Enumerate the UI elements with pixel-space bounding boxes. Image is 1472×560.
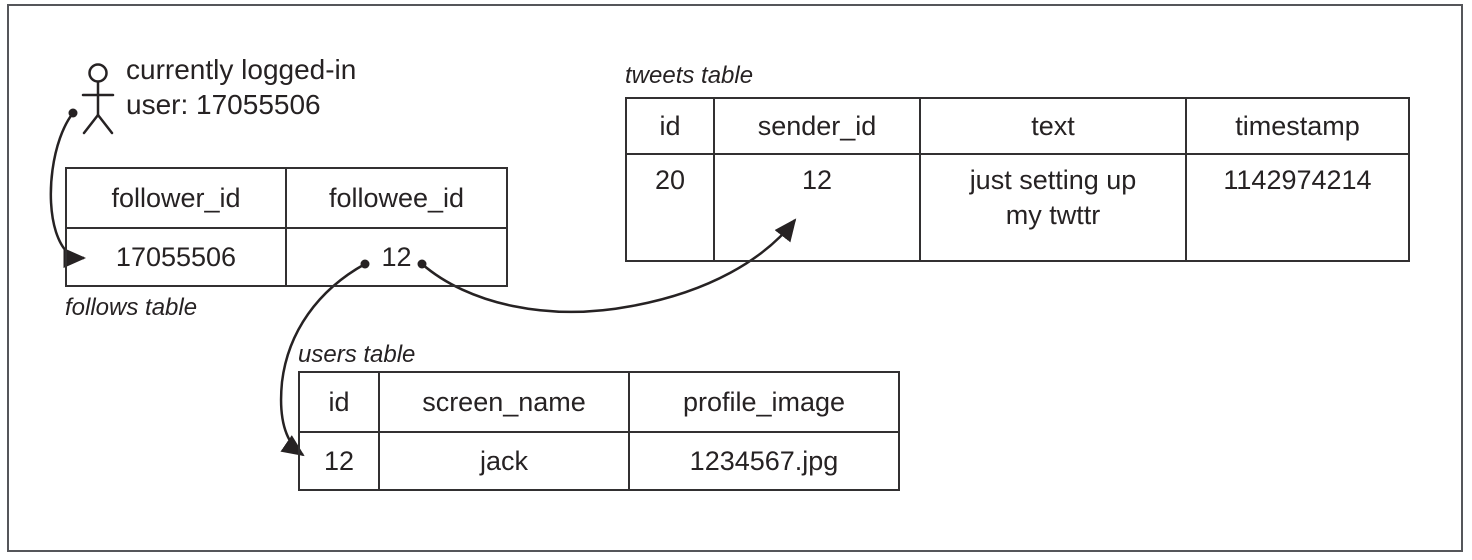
users-header-id: id (298, 371, 380, 433)
tweets-data-row: 20 12 just setting up my twttr 114297421… (625, 153, 1410, 262)
outer-frame (7, 4, 1463, 552)
users-data-row: 12 jack 1234567.jpg (298, 431, 900, 491)
tweets-header-row: id sender_id text timestamp (625, 97, 1410, 155)
follows-follower-id-value: 17055506 (65, 227, 287, 287)
follows-data-row: 17055506 12 (65, 227, 508, 287)
users-header-profile-image: profile_image (628, 371, 900, 433)
users-screen-name-value: jack (378, 431, 630, 491)
person-stick-figure-icon (81, 63, 115, 135)
follows-table-label: follows table (65, 294, 198, 321)
users-profile-image-value: 1234567.jpg (628, 431, 900, 491)
follows-followee-id-value: 12 (285, 227, 508, 287)
tweets-table-label: tweets table (625, 62, 754, 89)
tweets-header-id: id (625, 97, 715, 155)
logged-in-caption-line2: user: 17055506 (126, 89, 321, 120)
logged-in-caption: currently logged-in user: 17055506 (126, 52, 356, 122)
tweets-sender-id-value: 12 (713, 153, 921, 262)
logged-in-caption-line1: currently logged-in (126, 54, 357, 85)
follows-header-row: follower_id followee_id (65, 167, 508, 229)
users-header-screen-name: screen_name (378, 371, 630, 433)
users-table-label: users table (298, 341, 416, 368)
follows-header-followee-id: followee_id (285, 167, 508, 229)
tweets-header-timestamp: timestamp (1185, 97, 1410, 155)
tweets-table: id sender_id text timestamp 20 12 just s… (625, 97, 1410, 262)
tweets-id-value: 20 (625, 153, 715, 262)
tweets-timestamp-value: 1142974214 (1185, 153, 1410, 262)
users-table: id screen_name profile_image 12 jack 123… (298, 371, 900, 491)
users-id-value: 12 (298, 431, 380, 491)
tweets-header-text: text (919, 97, 1187, 155)
follows-table: follower_id followee_id 17055506 12 (65, 167, 508, 287)
tweets-text-value: just setting up my twttr (919, 153, 1187, 262)
users-header-row: id screen_name profile_image (298, 371, 900, 433)
follows-header-follower-id: follower_id (65, 167, 287, 229)
tweets-header-sender-id: sender_id (713, 97, 921, 155)
